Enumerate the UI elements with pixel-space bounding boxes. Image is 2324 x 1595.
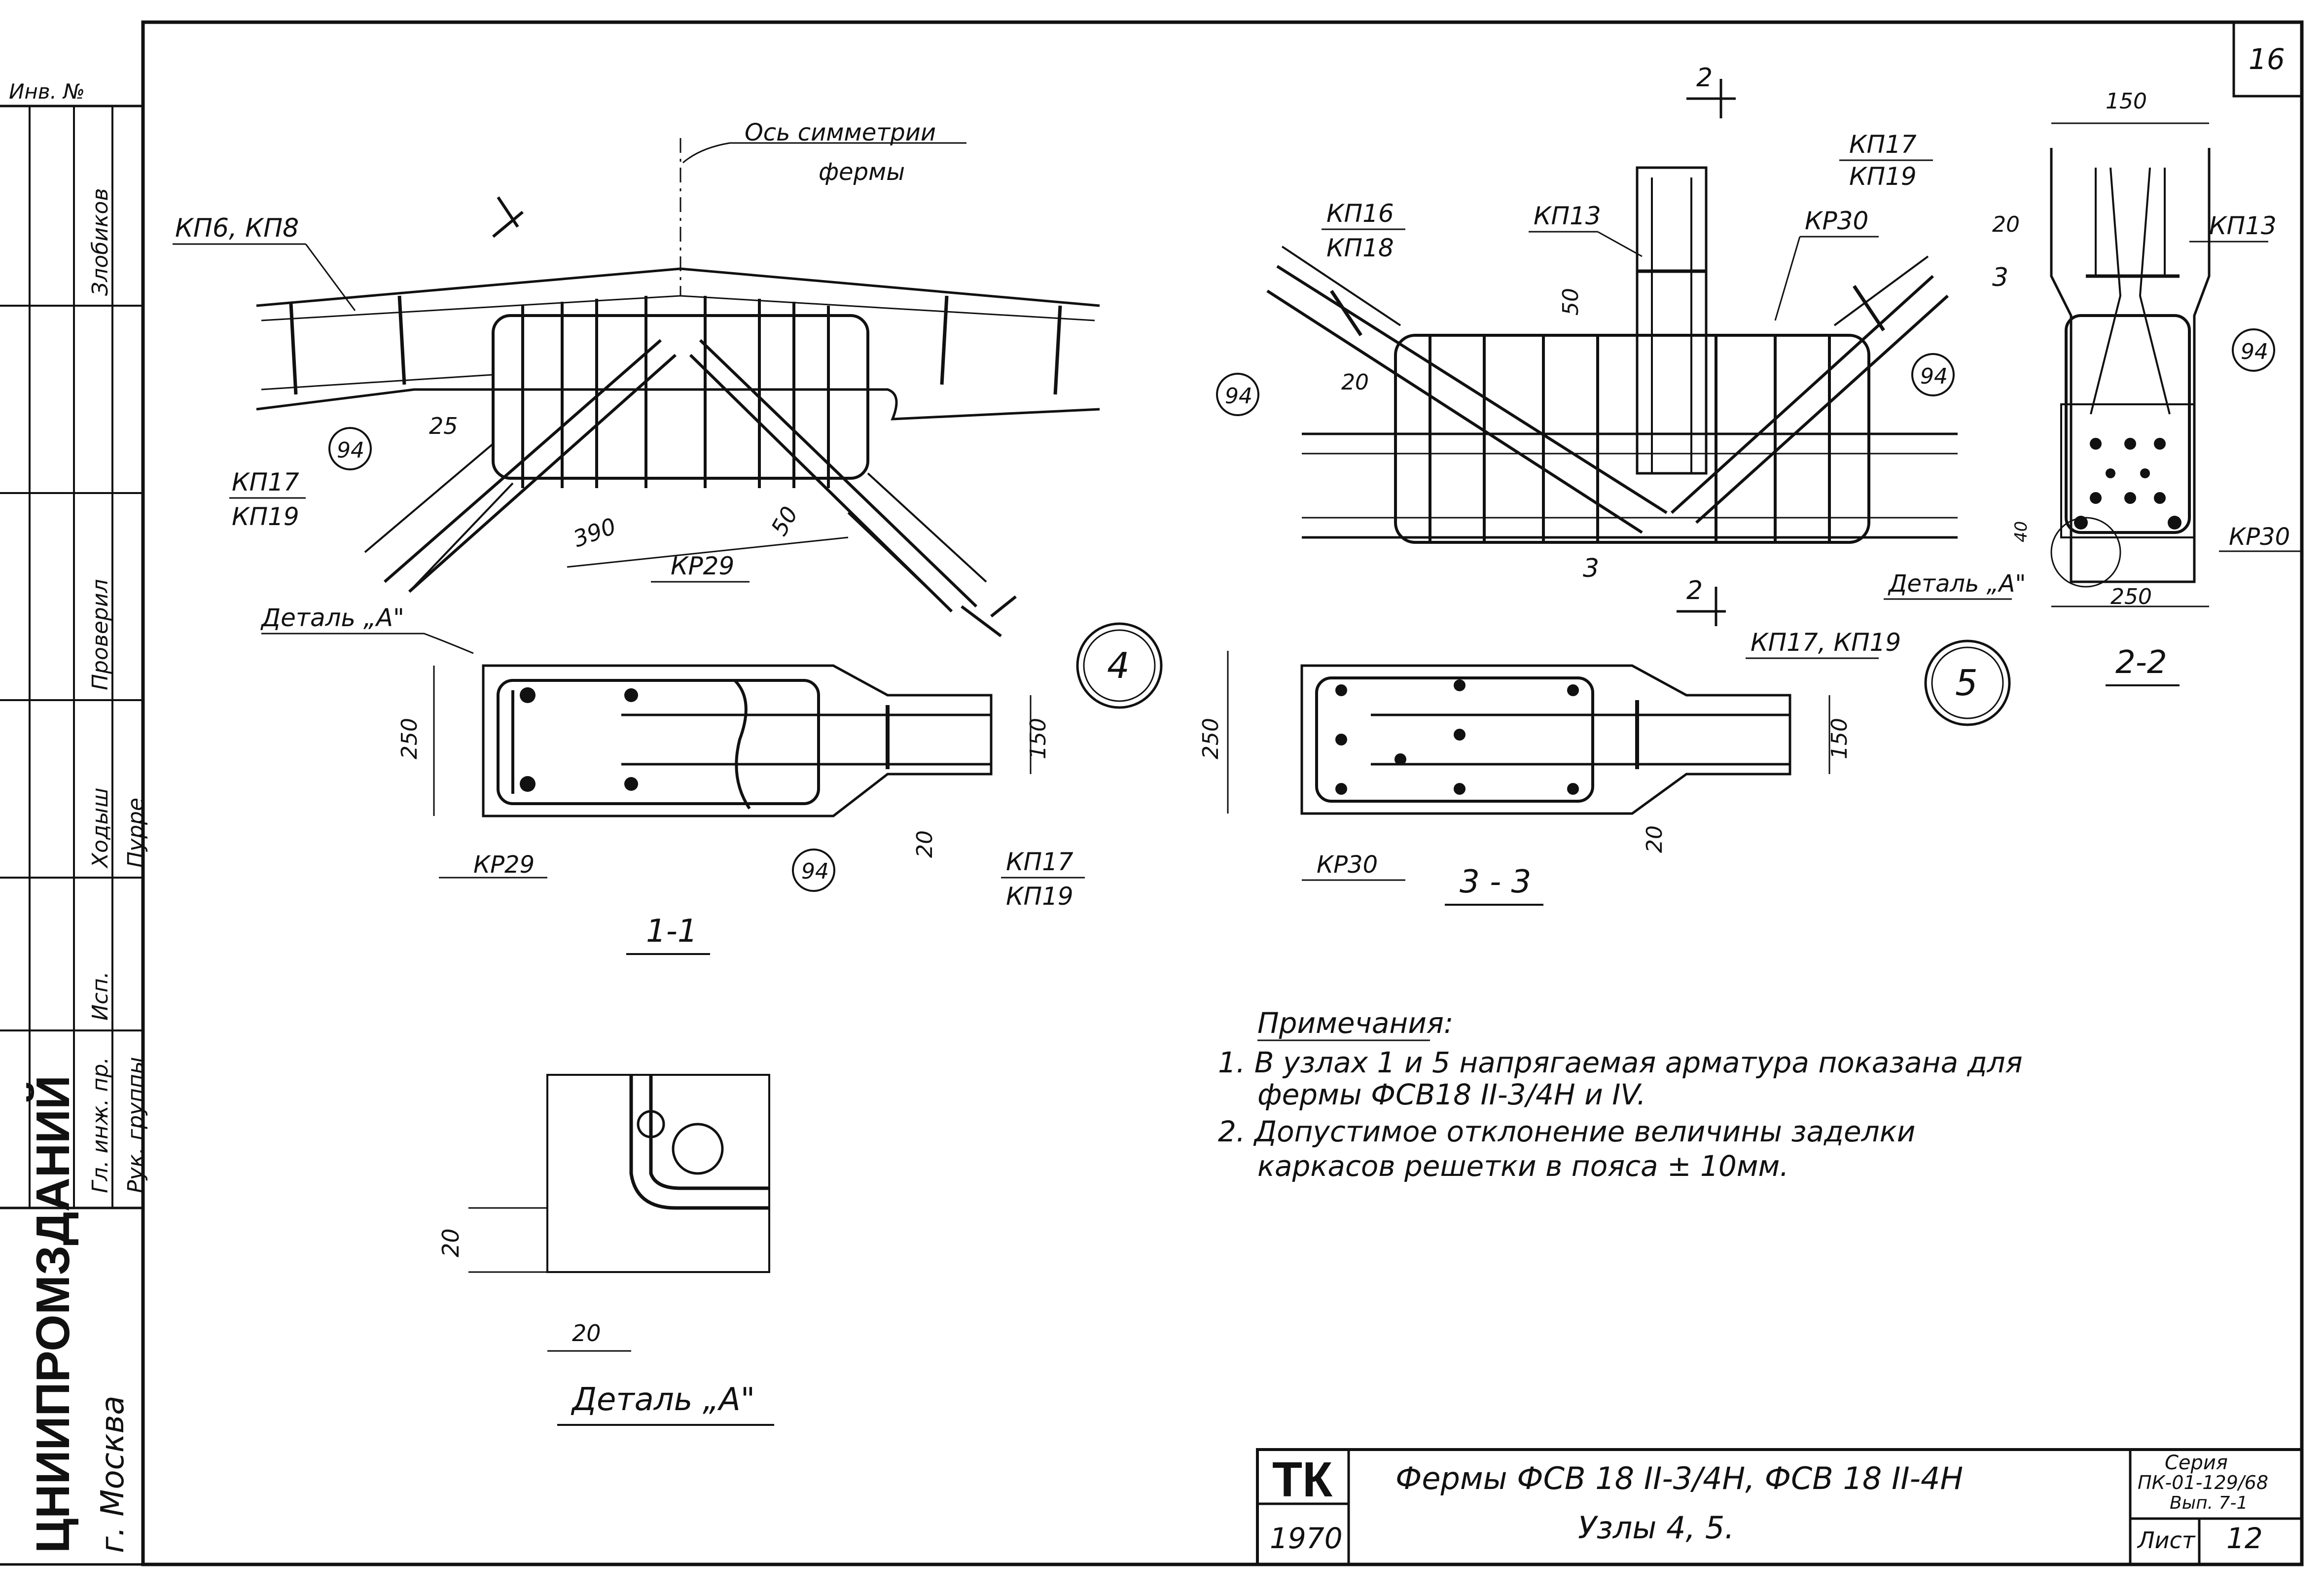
kp13-label: КП13 bbox=[2209, 212, 2277, 240]
kr30-label: КР30 bbox=[1805, 207, 1868, 235]
stamp-row-zlobikov: Злобиков bbox=[88, 188, 113, 296]
kp16-label: КП16 bbox=[1326, 199, 1394, 228]
organization-name: ЦНИИПРОМЗДАНИЙ bbox=[26, 1075, 79, 1553]
callout-94-right: 94 bbox=[1920, 364, 1948, 389]
kp19-label: КП19 bbox=[232, 502, 299, 531]
stamp-row-khodysh: Ходыш bbox=[88, 788, 113, 869]
d250-label: 250 bbox=[397, 718, 422, 759]
sheet-number: 16 bbox=[2249, 42, 2285, 76]
d50-label: 50 bbox=[1558, 288, 1583, 316]
organization-city: г. Москва bbox=[95, 1396, 131, 1553]
d20-vertical: 20 bbox=[437, 1228, 464, 1257]
note-2: 2. Допустимое отклонение величины заделк… bbox=[1218, 1115, 1915, 1148]
d150-label: 150 bbox=[1026, 718, 1051, 759]
drawing-title-1: Фермы ФСВ 18 II-3/4Н, ФСВ 18 II-4Н bbox=[1395, 1460, 1963, 1496]
kp17-label: КП17 bbox=[232, 468, 299, 496]
d20-label: 20 bbox=[1642, 825, 1667, 853]
cut-2-top: 2 bbox=[1696, 63, 1713, 93]
d20-label: 20 bbox=[1341, 370, 1369, 395]
callout-94-left: 94 bbox=[1225, 384, 1252, 409]
kr29-label: КР29 bbox=[671, 552, 734, 580]
drawing-title-2: Узлы 4, 5. bbox=[1578, 1510, 1734, 1546]
note-2-cont: каркасов решетки в пояса ± 10мм. bbox=[1257, 1149, 1789, 1183]
inv-no-label: Инв. № bbox=[9, 79, 85, 104]
note-1: 1. В узлах 1 и 5 напрягаемая арматура по… bbox=[1218, 1046, 2023, 1079]
detail-a: 20 20 Деталь „А" bbox=[437, 1074, 774, 1426]
stamp-signature-pure: Пурре bbox=[123, 798, 148, 868]
detail-a-ref: Деталь „А" bbox=[260, 603, 404, 632]
series-label: Серия bbox=[2165, 1452, 2228, 1474]
d20-label: 20 bbox=[912, 830, 937, 858]
sheet-frame: 16 bbox=[0, 20, 2304, 1566]
d150-label: 150 bbox=[1827, 718, 1852, 759]
section-1-1-title: 1-1 bbox=[646, 913, 698, 950]
section-2-2-title: 2-2 bbox=[2115, 644, 2167, 681]
d50-label: 50 bbox=[766, 502, 803, 540]
notes-heading: Примечания: bbox=[1257, 1006, 1453, 1040]
kr30-label: КР30 bbox=[2229, 523, 2290, 551]
callout-94: 94 bbox=[337, 438, 364, 463]
axis-label: Ось симметрии bbox=[745, 119, 936, 146]
side-stamp: Инв. № Гл. инж. пр. Рук. группы Исп. Ход… bbox=[0, 79, 148, 1553]
cut-3-bottom: 3 bbox=[1583, 554, 1599, 583]
d390-label: 390 bbox=[570, 513, 619, 553]
detail-a-ref: Деталь „А" bbox=[1888, 570, 2026, 598]
section-3-3-title: 3 - 3 bbox=[1460, 864, 1531, 900]
callout-94: 94 bbox=[801, 859, 829, 884]
kp17-kp19-label: КП17, КП19 bbox=[1751, 628, 1901, 657]
node-5-number: 5 bbox=[1955, 662, 1978, 704]
kp6-label: КП6, КП8 bbox=[175, 213, 299, 243]
node-4-number: 4 bbox=[1107, 645, 1130, 686]
code-tk: ТК bbox=[1272, 1452, 1333, 1507]
d20-horizontal: 20 bbox=[572, 1320, 601, 1347]
axis-label-2: фермы bbox=[819, 158, 905, 186]
kp13-label: КП13 bbox=[1534, 202, 1601, 230]
d40-label: 40 bbox=[2011, 521, 2031, 542]
d20-label: 20 bbox=[1992, 212, 2020, 237]
kp17-label: КП17 bbox=[1006, 848, 1073, 876]
sheet-label: Лист bbox=[2137, 1527, 2196, 1554]
issue: Вып. 7-1 bbox=[2170, 1493, 2248, 1513]
section-1-1: 250 150 20 КР29 94 КП17 КП19 1-1 bbox=[397, 664, 1085, 955]
note-1-cont: фермы ФСВ18 II-3/4Н и IV. bbox=[1257, 1078, 1646, 1111]
title-block: ТК 1970 Фермы ФСВ 18 II-3/4Н, ФСВ 18 II-… bbox=[1256, 1448, 2303, 1566]
cut-2-bottom: 2 bbox=[1686, 576, 1703, 605]
section-3-3: 250 150 20 КП17, КП19 КР30 3 - 3 bbox=[1198, 628, 1901, 906]
kp17-label: КП17 bbox=[1849, 130, 1917, 159]
section-2-2: 150 20 КП13 94 40 КР30 Деталь „А" 250 3 … bbox=[1884, 89, 2302, 686]
node-5-elevation: 2 КП16 КП18 КП13 КП17 bbox=[1216, 63, 2011, 726]
stamp-row-isp: Исп. bbox=[88, 971, 113, 1021]
d250-label: 250 bbox=[1198, 718, 1223, 759]
node-4-elevation: Ось симметрии фермы КП6 bbox=[173, 119, 1163, 709]
d25-label: 25 bbox=[429, 413, 458, 439]
kp18-label: КП18 bbox=[1326, 234, 1394, 262]
stamp-row-gl-inzh: Гл. инж. пр. bbox=[88, 1057, 113, 1193]
d150-label: 150 bbox=[2106, 89, 2147, 114]
kr30-label: КР30 bbox=[1317, 851, 1378, 879]
notes: Примечания: 1. В узлах 1 и 5 напрягаемая… bbox=[1218, 1006, 2023, 1183]
kr29-label: КР29 bbox=[473, 851, 535, 879]
stamp-row-proveril: Проверил bbox=[88, 579, 113, 690]
year: 1970 bbox=[1270, 1522, 1343, 1555]
cut-3-mark: 3 bbox=[1992, 263, 2008, 292]
series-value: ПК-01-129/68 bbox=[2138, 1472, 2268, 1493]
sheet-value: 12 bbox=[2226, 1522, 2263, 1555]
callout-94: 94 bbox=[2241, 339, 2268, 364]
d250-label: 250 bbox=[2110, 584, 2152, 609]
stamp-row-ruk: Рук. группы bbox=[123, 1057, 148, 1193]
kp19-label: КП19 bbox=[1849, 162, 1917, 191]
kp19-label: КП19 bbox=[1006, 882, 1073, 911]
detail-a-title: Деталь „А" bbox=[571, 1382, 755, 1418]
